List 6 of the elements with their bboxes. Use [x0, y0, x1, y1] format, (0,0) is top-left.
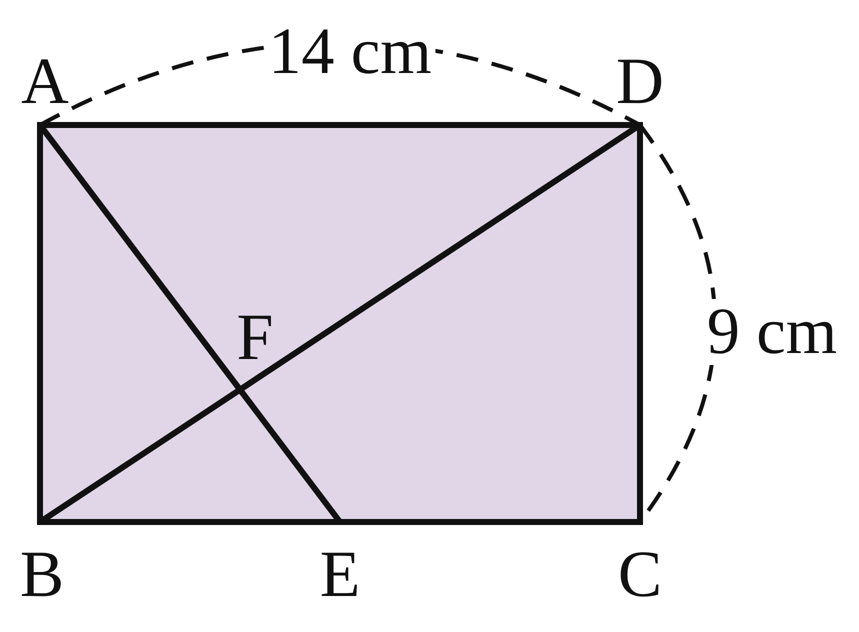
point-label: E: [320, 542, 360, 608]
point-label: D: [616, 49, 664, 115]
point-label: B: [20, 542, 64, 608]
point-label: F: [236, 305, 274, 371]
point-label: C: [618, 542, 662, 608]
point-label: A: [21, 49, 69, 115]
